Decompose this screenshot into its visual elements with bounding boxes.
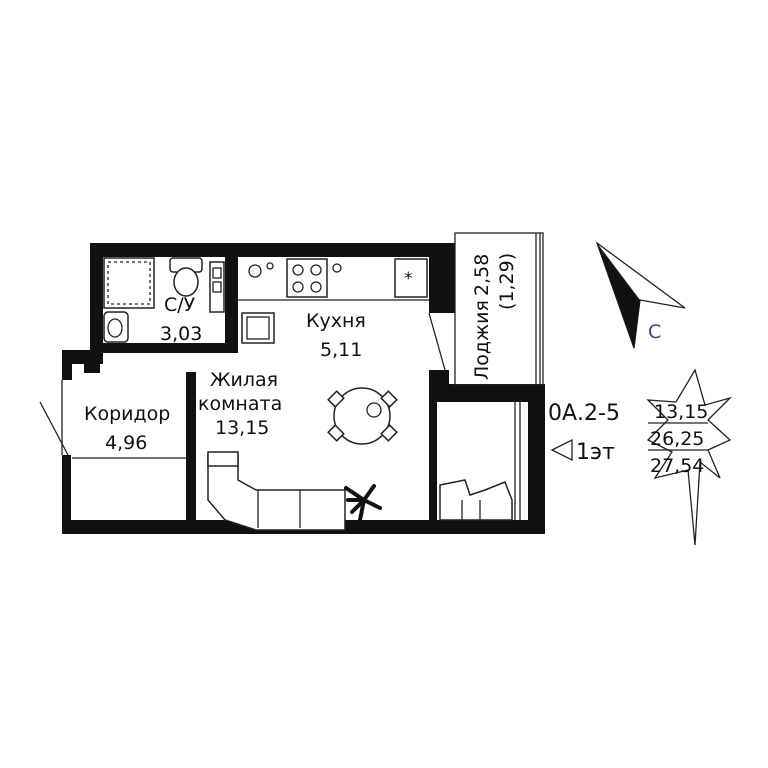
heater-detail-2 <box>212 281 222 293</box>
sink-basin <box>107 318 123 338</box>
walls <box>62 243 545 534</box>
compass-arrow-fill <box>597 243 640 348</box>
wall-balcony-right <box>528 384 545 534</box>
corridor-name: Коридор <box>84 403 170 425</box>
water-heater <box>209 261 225 313</box>
area-total: 26,25 <box>650 428 704 450</box>
chair-3 <box>327 424 345 442</box>
loggia-name: Лоджия <box>471 300 493 380</box>
balcony-chair <box>439 479 513 521</box>
wall-living-stub <box>186 372 196 392</box>
sofa-arm <box>207 451 239 467</box>
fridge <box>394 258 428 298</box>
bathroom-fixtures <box>103 257 225 343</box>
area-living: 13,15 <box>654 401 708 423</box>
loggia-door <box>428 312 446 371</box>
apartment-code: 0А.2-5 <box>548 401 620 426</box>
wall-bathroom-right <box>225 257 238 353</box>
wall-notch <box>84 364 100 373</box>
loggia-reduced-area: (1,29) <box>496 253 518 310</box>
living-name-line1: Жилая <box>210 369 278 391</box>
living-area: 13,15 <box>215 417 269 439</box>
kitchen-fixtures: * <box>238 258 429 445</box>
cabinet-inner <box>246 316 270 340</box>
stove-burner-3 <box>292 281 304 293</box>
chair-2 <box>380 390 398 408</box>
bathroom-name: С/У <box>164 294 196 316</box>
toilet-bowl <box>173 267 199 297</box>
chair-1 <box>327 390 345 408</box>
fridge-mark: * <box>404 269 413 289</box>
stove-burner-4 <box>310 281 322 293</box>
shower-pattern <box>107 261 151 305</box>
stove-burner-2 <box>310 264 322 276</box>
area-badge-star <box>646 368 733 546</box>
living-name-line2: комната <box>198 393 282 415</box>
wall-left-corner <box>62 350 103 364</box>
kitchen-pot <box>248 264 262 278</box>
kitchen-bowl <box>266 262 274 270</box>
compass: С <box>595 241 686 349</box>
wall-living-left <box>186 372 196 520</box>
wall-right-upper <box>429 243 455 313</box>
room-labels: С/У 3,03 Кухня 5,11 Жилая комната 13,15 … <box>84 253 518 454</box>
wall-bathroom-bottom <box>103 343 238 353</box>
living-furniture <box>207 451 382 531</box>
shower-tray <box>103 257 155 309</box>
entrance-door <box>39 401 69 456</box>
kitchen-name: Кухня <box>306 310 366 332</box>
loggia-outline <box>454 232 544 386</box>
compass-arrow-icon <box>595 241 686 349</box>
stove <box>286 258 328 298</box>
plant-icon <box>344 484 382 522</box>
area-with-loggia: 27,54 <box>650 455 704 477</box>
wall-left-stub <box>62 350 72 380</box>
dining-table <box>333 387 391 445</box>
loggia <box>454 232 544 386</box>
wall-balcony-top <box>437 384 545 402</box>
balcony <box>439 402 521 521</box>
kitchen-area: 5,11 <box>320 339 362 361</box>
corner-sofa <box>207 454 346 531</box>
floor-label: 1эт <box>576 440 615 465</box>
compass-direction: С <box>648 321 661 343</box>
heater-detail <box>212 267 222 279</box>
loggia-area: 2,58 <box>471 254 493 296</box>
chair-4 <box>380 424 398 442</box>
bathroom-area: 3,03 <box>160 323 202 345</box>
kitchen-item <box>332 263 342 273</box>
wall-left-upper <box>90 243 103 353</box>
wall-left-lower <box>62 455 71 533</box>
wall-balcony-left <box>429 390 437 530</box>
corridor-area: 4,96 <box>105 432 147 454</box>
floor-marker-icon <box>550 438 573 462</box>
apartment-info: 0А.2-5 1эт 13,15 26,25 27,54 <box>548 368 733 546</box>
wall-top <box>90 243 455 257</box>
table-plate <box>366 402 382 418</box>
doors <box>39 312 446 459</box>
stove-burner-1 <box>292 264 304 276</box>
